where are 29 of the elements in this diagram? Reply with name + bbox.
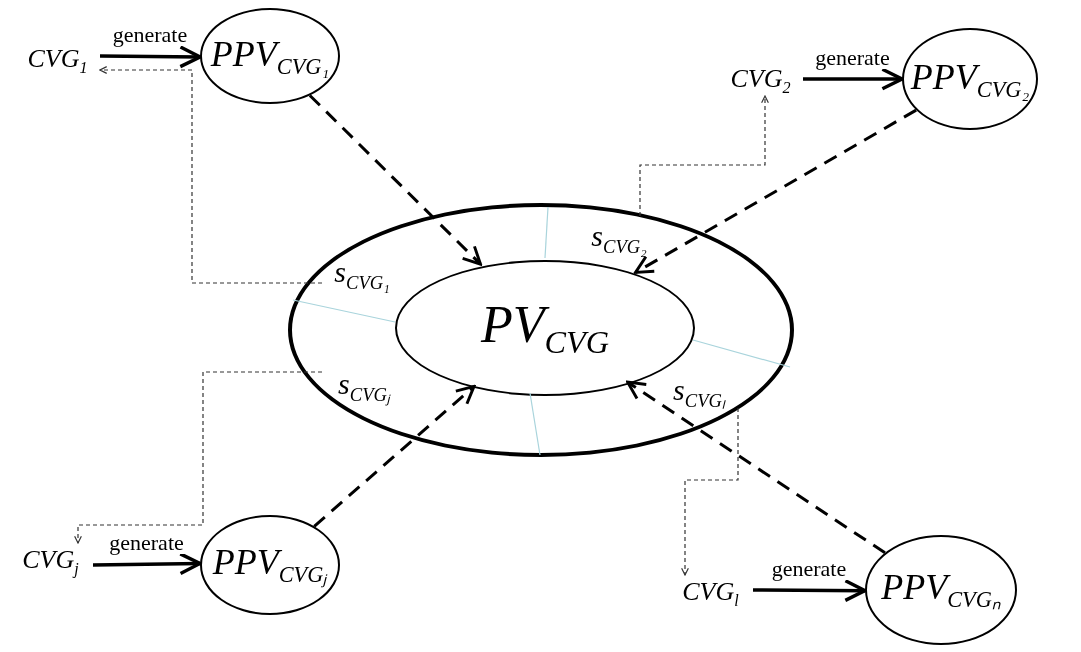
ellipse-node [865,535,1017,645]
node-label: PPV$_{CVG₂}$ [910,55,1030,103]
dashed-arrow [308,94,482,266]
arrow [100,45,202,69]
ellipse-node [200,8,340,104]
variable-label: s$_{CVG₁}$ [324,252,400,292]
variable-label: CVG$_{1}$ [15,42,100,76]
arrow [92,552,202,576]
node-label: PPV$_{CVG₁}$ [210,32,330,80]
ellipse-node [200,515,340,615]
node-label: PPV$_{CVGⱼ}$ [212,541,328,589]
dashed-leader-arrow [99,66,323,284]
variable-label: CVG$_{j}$ [8,543,93,577]
ellipse-ring [288,203,794,457]
variable-label: CVG$_{l}$ [668,575,753,609]
dashed-arrow [626,380,886,555]
arrow [753,579,867,603]
variable-label: s$_{CVGⱼ}$ [324,364,404,404]
arrow [803,67,904,91]
ellipse-node [902,28,1038,130]
node-label: PPV$_{CVGₙ}$ [881,566,1001,614]
variable-label: CVG$_{2}$ [718,62,803,96]
dashed-leader-arrow [681,407,739,576]
dashed-leader-arrow [74,371,323,544]
dashed-arrow [313,384,476,528]
dashed-leader-arrow [639,95,769,217]
variable-label: s$_{CVGₗ}$ [652,370,746,410]
dashed-arrow [634,108,917,274]
node-label: PV$_{CVG}$ [481,294,609,362]
